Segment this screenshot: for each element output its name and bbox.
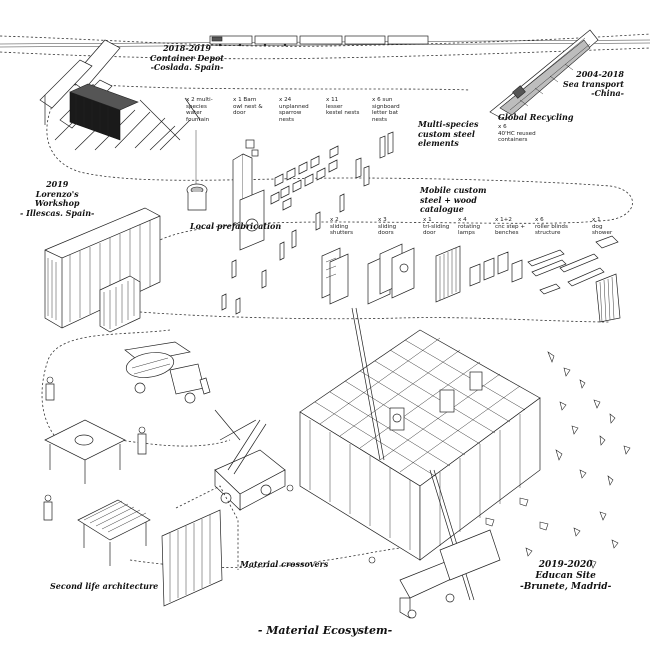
- sea-date: 2004-2018: [576, 69, 624, 79]
- recycling-title: Global Recycling: [498, 112, 574, 122]
- depot-date: 2018-2019: [163, 43, 211, 53]
- depot-place: -Coslada. Spain-: [150, 62, 224, 72]
- depot-label: 2018-2019 Container Depot -Coslada. Spai…: [150, 43, 224, 73]
- workshop-label: 2019 Lorenzo's Workshop - Illescas. Spai…: [20, 179, 95, 218]
- multispecies-label: Multi-species custom steel elements: [418, 119, 479, 148]
- crossovers-label: Material crossovers: [240, 559, 329, 569]
- sea-label: 2004-2018 Sea transport -China-: [562, 69, 624, 99]
- depot-containers: [39, 39, 201, 151]
- people: [43, 376, 376, 564]
- forklift: [214, 409, 286, 511]
- catalogue-label: Mobile custom steel + wood catalogue: [420, 185, 487, 214]
- cargo-ship: [489, 29, 599, 121]
- animals: [485, 351, 631, 569]
- second-life-label: Second life architecture: [50, 581, 159, 591]
- depot-name: Container Depot: [150, 52, 224, 63]
- recycling-desc: x 6 40'HC reused containers: [498, 124, 536, 144]
- workshop-container: [44, 207, 161, 333]
- site-label: 2019-2020 Educan Site -Brunete, Madrid-: [520, 560, 612, 592]
- train: [209, 35, 429, 47]
- local-prefab-label: Local prefabrication: [190, 221, 282, 231]
- educan-building: [299, 307, 541, 619]
- sea-place: -China-: [591, 88, 624, 98]
- recycling-label: Global Recycling: [498, 112, 574, 123]
- second-life-structures: [44, 419, 239, 607]
- material-flow-path: [0, 33, 650, 568]
- species-elements: [186, 130, 394, 315]
- concrete-mixer-truck: [124, 341, 211, 404]
- diagram-title: - Material Ecosystem-: [257, 624, 393, 637]
- catalogue-items: [321, 235, 621, 323]
- sea-name: Sea transport: [562, 78, 624, 89]
